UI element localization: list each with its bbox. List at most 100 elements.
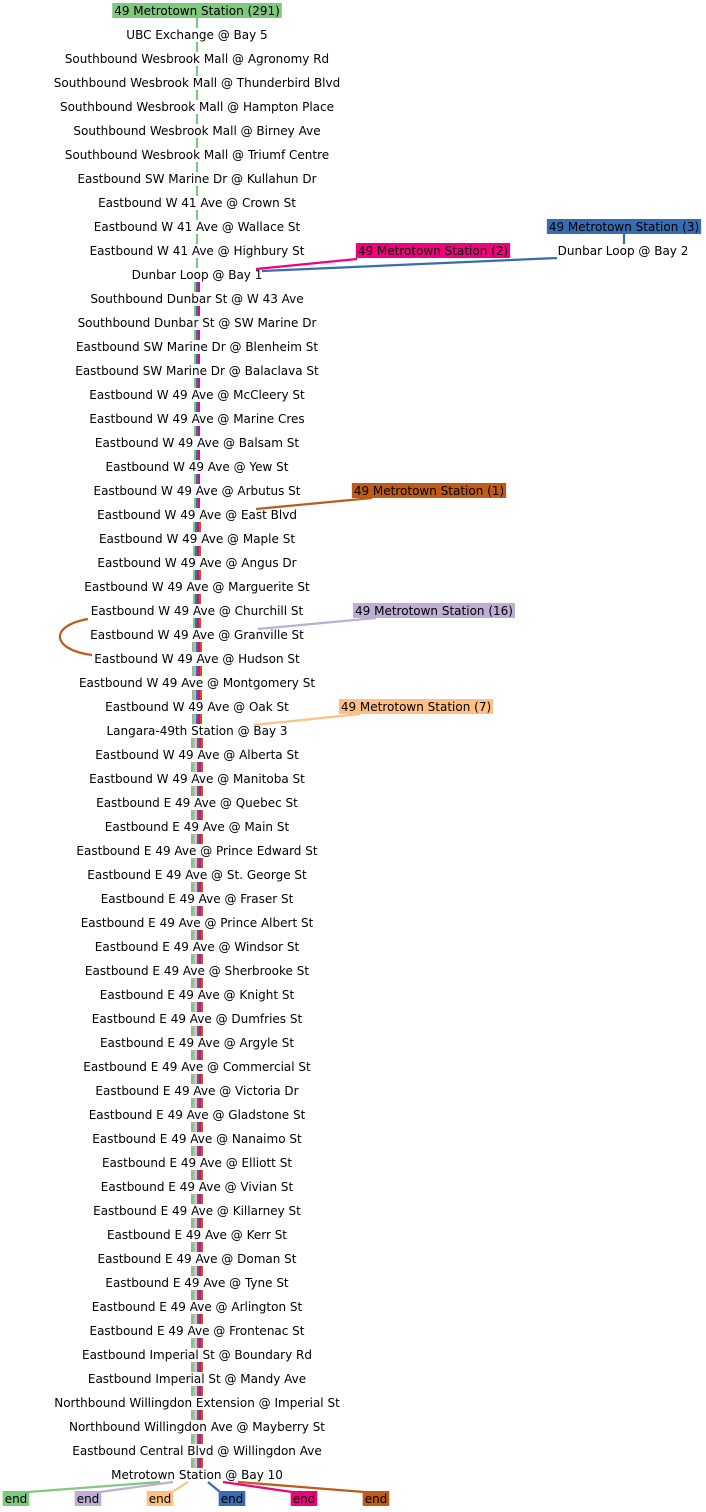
stop-label: Southbound Wesbrook Mall @ Thunderbird B… [54, 76, 340, 90]
trip-tag-green: 49 Metrotown Station (291) [112, 3, 282, 18]
stop-label: Northbound Willingdon Extension @ Imperi… [54, 1396, 340, 1410]
end-line-brown [237, 1480, 365, 1494]
trip-tag-peach-box [338, 699, 494, 714]
end-tag-green-box [2, 1491, 30, 1506]
stop-label: Eastbound E 49 Ave @ Argyle St [100, 1036, 294, 1050]
end-tag-blue-text: end [221, 1492, 244, 1506]
trip-tag-brown: 49 Metrotown Station (1) [351, 483, 507, 498]
stop-label: Eastbound W 49 Ave @ East Blvd [97, 508, 297, 522]
stop-label: Southbound Wesbrook Mall @ Hampton Place [60, 100, 334, 114]
stop-label: Eastbound E 49 Ave @ Knight St [100, 988, 295, 1002]
end-tag-lavender-box [74, 1491, 102, 1506]
stop-label: Eastbound W 49 Ave @ Manitoba St [89, 772, 305, 786]
side-stop-label: Dunbar Loop @ Bay 2 [558, 244, 689, 258]
stop-label: Southbound Wesbrook Mall @ Agronomy Rd [65, 52, 329, 66]
stop-label: Eastbound W 49 Ave @ Maple St [99, 532, 295, 546]
stop-label: Eastbound E 49 Ave @ Fraser St [101, 892, 294, 906]
trip-tag-lavender: 49 Metrotown Station (16) [353, 603, 515, 618]
trip-tag-blue-box [546, 219, 702, 234]
stop-label: Eastbound E 49 Ave @ Gladstone St [89, 1108, 306, 1122]
stop-label: Eastbound SW Marine Dr @ Blenheim St [76, 340, 318, 354]
end-tag-brown-text: end [365, 1492, 388, 1506]
stop-label: Eastbound W 49 Ave @ Granville St [90, 628, 304, 642]
stop-label: Eastbound E 49 Ave @ Quebec St [96, 796, 298, 810]
stop-label: Eastbound SW Marine Dr @ Balaclava St [75, 364, 319, 378]
stop-label: Eastbound E 49 Ave @ Commercial St [83, 1060, 311, 1074]
stop-label: Eastbound Central Blvd @ Willingdon Ave [72, 1444, 321, 1458]
stop-label: Northbound Willingdon Ave @ Mayberry St [69, 1420, 325, 1434]
stop-label: Eastbound E 49 Ave @ Frontenac St [89, 1324, 304, 1338]
trip-tag-green-text: 49 Metrotown Station (291) [114, 4, 280, 18]
stop-label: Eastbound W 49 Ave @ McCleery St [89, 388, 305, 402]
stop-label: Eastbound E 49 Ave @ Main St [105, 820, 290, 834]
stop-label: Southbound Dunbar St @ W 43 Ave [90, 292, 303, 306]
stop-label: Southbound Dunbar St @ SW Marine Dr [78, 316, 317, 330]
stop-label: Eastbound SW Marine Dr @ Kullahun Dr [77, 172, 316, 186]
stop-label: Metrotown Station @ Bay 10 [111, 1468, 283, 1482]
route-lines [27, 17, 626, 1494]
stop-label: UBC Exchange @ Bay 5 [126, 28, 267, 42]
end-line-peach [171, 1481, 189, 1493]
stop-label: Eastbound W 49 Ave @ Churchill St [91, 604, 304, 618]
trip-tag-lavender-box [353, 603, 515, 618]
trip-tag-peach: 49 Metrotown Station (7) [338, 699, 494, 714]
stop-label: Eastbound W 41 Ave @ Highbury St [90, 244, 305, 258]
end-tag-blue-box [218, 1491, 246, 1506]
stop-label: Southbound Wesbrook Mall @ Triumf Centre [65, 148, 329, 162]
stop-label: Eastbound Imperial St @ Mandy Ave [88, 1372, 306, 1386]
end-line-green [27, 1480, 161, 1494]
stop-label: Eastbound W 49 Ave @ Arbutus St [94, 484, 301, 498]
end-line-blue [207, 1481, 221, 1493]
stop-label: Eastbound W 49 Ave @ Alberta St [95, 748, 299, 762]
stop-labels: UBC Exchange @ Bay 5 Southbound Wesbrook … [54, 28, 689, 1482]
end-line-magenta [222, 1480, 293, 1494]
end-tag-lavender: end [74, 1491, 102, 1506]
stop-label: Eastbound W 49 Ave @ Balsam St [95, 436, 300, 450]
stop-label: Eastbound E 49 Ave @ Arlington St [92, 1300, 303, 1314]
stop-label: Eastbound W 49 Ave @ Yew St [106, 460, 289, 474]
stop-label: Eastbound W 49 Ave @ Marine Cres [89, 412, 304, 426]
stop-label: Eastbound E 49 Ave @ Tyne St [105, 1276, 289, 1290]
end-tag-magenta: end [290, 1491, 318, 1506]
end-tag-green: end [2, 1491, 30, 1506]
end-tag-magenta-text: end [293, 1492, 316, 1506]
stop-label: Eastbound E 49 Ave @ Doman St [98, 1252, 297, 1266]
stop-label: Eastbound W 41 Ave @ Wallace St [94, 220, 301, 234]
stop-label: Eastbound W 49 Ave @ Oak St [105, 700, 289, 714]
stop-label: Eastbound E 49 Ave @ Elliott St [102, 1156, 292, 1170]
stop-label: Eastbound E 49 Ave @ Dumfries St [92, 1012, 303, 1026]
stop-label: Eastbound E 49 Ave @ Victoria Dr [95, 1084, 298, 1098]
trip-tag-peach-text: 49 Metrotown Station (7) [341, 700, 491, 714]
end-tag-green-text: end [5, 1492, 28, 1506]
end-tag-blue: end [218, 1491, 246, 1506]
stop-label: Eastbound W 49 Ave @ Marguerite St [84, 580, 310, 594]
trip-tag-blue: 49 Metrotown Station (3) [546, 219, 702, 234]
trip-line-peach [253, 712, 361, 727]
trip-tag-magenta-text: 49 Metrotown Station (2) [358, 244, 508, 258]
trip-tag-brown-box [351, 483, 507, 498]
end-tag-peach-text: end [149, 1492, 172, 1506]
brown-loop [58, 617, 93, 657]
stop-label: Eastbound E 49 Ave @ Nanaimo St [92, 1132, 302, 1146]
trip-tag-magenta-box [355, 243, 511, 258]
end-tag-peach-box [146, 1491, 174, 1506]
end-tag-lavender-text: end [77, 1492, 100, 1506]
stop-label: Eastbound E 49 Ave @ Prince Edward St [76, 844, 317, 858]
end-tag-brown: end [362, 1491, 390, 1506]
trip-tag-green-box [112, 3, 282, 18]
stop-label: Eastbound W 41 Ave @ Crown St [98, 196, 296, 210]
stop-label: Eastbound E 49 Ave @ Killarney St [93, 1204, 301, 1218]
stop-label: Southbound Wesbrook Mall @ Birney Ave [73, 124, 320, 138]
trip-line-brown [255, 496, 373, 511]
stop-label: Eastbound E 49 Ave @ Prince Albert St [81, 916, 314, 930]
end-tag-peach: end [146, 1491, 174, 1506]
end-tag-brown-box [362, 1491, 390, 1506]
stop-label: Eastbound E 49 Ave @ Kerr St [107, 1228, 287, 1242]
stop-label: Eastbound W 49 Ave @ Angus Dr [97, 556, 296, 570]
trip-line-blue [261, 256, 558, 273]
trip-tags: 49 Metrotown Station (291) 49 Metrotown S… [2, 3, 702, 1506]
stop-label: Eastbound Imperial St @ Boundary Rd [82, 1348, 312, 1362]
stop-label: Dunbar Loop @ Bay 1 [132, 268, 263, 282]
trip-line-lavender [257, 616, 377, 631]
trip-tag-lavender-text: 49 Metrotown Station (16) [355, 604, 513, 618]
